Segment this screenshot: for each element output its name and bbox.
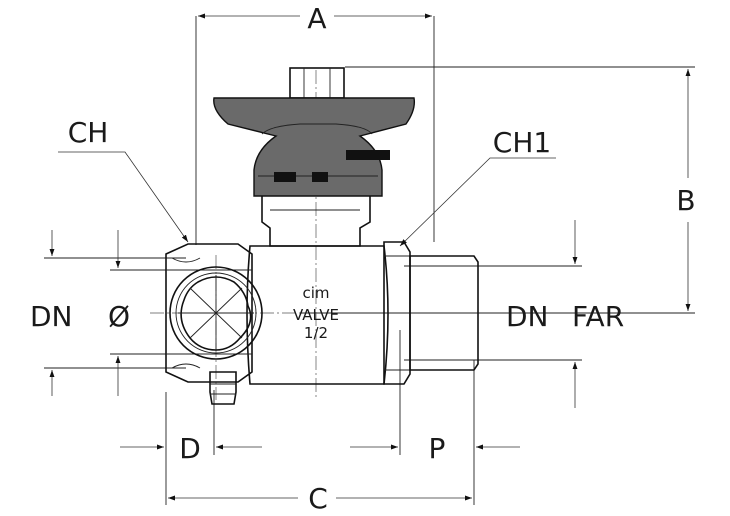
valve-text: VALVE (293, 306, 339, 324)
body-marking: cim VALVE 1/2 (293, 284, 339, 342)
leader-CH1 (399, 157, 556, 247)
stem-nut (289, 67, 345, 99)
lever-handle (213, 97, 416, 197)
label-diameter: Ø (108, 300, 130, 333)
label-DN-left: DN (30, 300, 73, 333)
side-cap-knob (169, 266, 263, 360)
label-C: C (308, 482, 328, 515)
label-P: P (429, 432, 446, 465)
leader-CH (58, 151, 189, 243)
label-CH: CH (68, 116, 109, 149)
male-thread-end (409, 255, 479, 371)
label-D: D (179, 432, 201, 465)
label-A: A (307, 2, 326, 35)
dimension-labels: A B C D P CH CH1 DN Ø DN FAR (30, 2, 696, 515)
left-hex-end (165, 243, 253, 383)
label-B: B (676, 184, 695, 217)
right-hex-end (383, 241, 411, 385)
label-DN-right: DN (506, 300, 549, 333)
extension-lines (44, 16, 695, 505)
brand-text: cim (302, 284, 329, 302)
label-CH1: CH1 (493, 126, 551, 159)
label-FAR: FAR (572, 300, 624, 333)
size-text: 1/2 (304, 324, 328, 342)
drain-nozzle (209, 371, 237, 405)
